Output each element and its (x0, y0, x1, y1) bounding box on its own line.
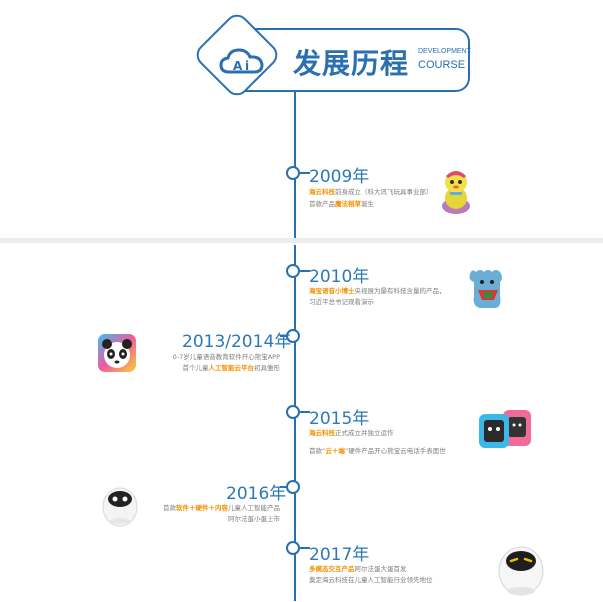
timeline-desc-line1: 海云科技前身成立（科大讯飞玩具事业部） (309, 188, 433, 196)
page-title: 发展历程 (293, 47, 410, 80)
page-subtitle-line1: DEVELOPMENT (418, 48, 471, 55)
node-connector (280, 335, 287, 337)
timeline-node (286, 166, 300, 180)
smartwatch-icon (477, 408, 535, 452)
timeline-line-main (294, 245, 296, 601)
node-connector (300, 270, 310, 272)
node-connector (300, 547, 310, 549)
egg-robot-large-icon (496, 541, 546, 597)
timeline-year: 2009年 (309, 167, 370, 187)
svg-text:i: i (245, 59, 249, 73)
mascot-toy-icon (466, 266, 506, 310)
page-subtitle-line2: COURSE (418, 59, 466, 71)
plush-toy-icon (438, 168, 474, 216)
node-connector (280, 486, 287, 488)
timeline-desc-line1: 海宝语音小博士央视展为最有科技含量的产品， (309, 287, 446, 295)
timeline-node (286, 480, 300, 494)
timeline-desc-line1: 多模态交互产品阿尔法蛋大蛋首发 (309, 565, 407, 573)
cloud-ai-icon: A i (219, 46, 265, 74)
node-connector (300, 172, 310, 174)
header-banner (244, 28, 470, 92)
timeline-year: 2015年 (309, 409, 370, 429)
section-divider (0, 238, 603, 243)
timeline-desc-line2: 习近平总书记观看演示 (309, 298, 374, 306)
timeline-desc-line2: 阿尔法蛋小蛋上市 (228, 515, 280, 523)
panda-app-icon (97, 333, 137, 373)
timeline-node (286, 405, 300, 419)
timeline-year: 2017年 (309, 545, 370, 565)
timeline-node (286, 264, 300, 278)
timeline-year: 2016年 (226, 484, 287, 504)
timeline-desc-line2: 奠定海云科技在儿童人工智能行业领先地位 (309, 576, 433, 584)
svg-text:A: A (233, 59, 243, 73)
egg-robot-icon (100, 481, 140, 527)
timeline-year: 2013/2014年 (182, 332, 292, 352)
timeline-line-top (294, 92, 296, 238)
timeline-desc-line2: 首款产品魔法稻草诞生 (309, 200, 374, 208)
timeline-year: 2010年 (309, 267, 370, 287)
timeline-node (286, 329, 300, 343)
timeline-desc-line1: 首款软件＋硬件＋内容儿童人工智能产品 (163, 504, 280, 512)
timeline-desc-line1: 海云科技正式成立并独立运作 (309, 429, 394, 437)
timeline-desc-line1: 0-7岁儿童语音教育软件开心熊宝APP (172, 353, 280, 361)
timeline-desc-line2: 首个儿童人工智能云平台初具雏形 (182, 364, 281, 372)
timeline-desc-line2: 首款“云＋端”硬件产品开心熊宝云电话手表面世 (309, 447, 446, 455)
timeline-node (286, 541, 300, 555)
node-connector (300, 411, 310, 413)
